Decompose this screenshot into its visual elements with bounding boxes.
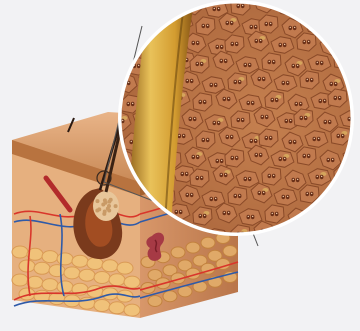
fat-lobule [94,300,110,312]
skin-cell-icon [340,225,360,242]
fat-lobule [109,274,125,286]
fat-lobule [109,302,125,314]
skin-cell-icon [317,0,338,18]
fat-lobule [19,260,35,272]
fat-lobule [201,237,215,248]
fat-lobule [12,274,28,286]
fat-lobule [57,281,73,293]
fat-lobule [64,267,80,279]
fat-lobule [102,260,118,272]
fat-lobule [148,296,162,307]
fat-lobule [42,279,58,291]
skin-cell-icon [328,203,347,221]
fat-lobule [124,304,140,316]
fat-lobule [57,253,73,265]
skin-cell-icon [331,13,350,31]
fat-lobule [94,272,110,284]
fat-lobule [34,262,50,274]
fat-lobule [72,255,88,267]
skin-cell-icon [343,35,360,52]
fat-lobule [117,262,133,274]
fat-lobule [87,258,103,270]
skin-cell-icon [294,0,313,13]
fat-lobule [223,246,237,257]
skin-cell-icon [159,0,178,17]
fat-lobule [49,293,65,305]
fat-lobule [124,276,140,288]
skin-cell-icon [133,0,156,12]
fat-lobule [49,265,65,277]
fat-lobule [79,269,95,281]
skin-cell-icon [317,226,338,246]
skin-cell-icon [277,227,300,244]
fat-lobule [42,251,58,263]
fat-lobule [163,291,177,302]
fat-lobule [171,247,185,258]
skin-cell-icon [110,0,131,17]
skin-cell-icon [113,35,134,55]
skin-cell-icon [346,187,360,204]
sebaceous-gland [93,191,119,221]
skin-cell-icon [294,223,313,241]
skin-cell-icon [311,207,334,224]
fat-lobule [186,242,200,253]
skin-cell-icon [340,0,360,13]
fat-lobule [12,246,28,258]
